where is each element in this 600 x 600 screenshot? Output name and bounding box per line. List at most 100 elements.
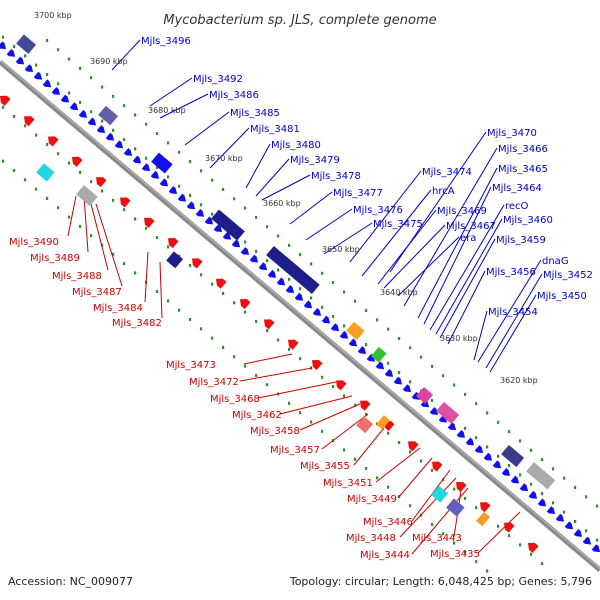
ring-dot [57,82,60,86]
ring-dot [266,225,269,229]
forward-gene-block-shape [436,401,460,425]
forward-gene-arrow [15,56,25,65]
ring-dot [211,336,214,340]
ring-dot [123,208,126,212]
forward-gene-arrow-shape [33,71,43,80]
reverse-gene-block [431,485,449,503]
kbp-tick-label: 3630 kbp [440,334,478,343]
ring-dot [2,105,5,109]
forward-gene-arrow-shape [402,384,412,393]
gene-label-reverse: Mjls_3490 [9,237,59,248]
gene-label-forward: Mjls_3481 [250,124,300,135]
ring-dot [200,327,203,331]
ring-dot [189,160,192,164]
ring-dot [409,450,412,454]
kbp-tick-label: 3650 kbp [322,245,360,254]
forward-gene-arrow-shape [267,269,277,278]
ring-dot [277,234,280,238]
forward-gene-arrow-shape [456,429,466,438]
leader-line [149,77,193,107]
ring-dot [145,156,148,160]
leader-line [83,195,89,253]
ring-dot [222,187,225,191]
gene-label-forward: Mjls_3452 [543,270,593,281]
forward-gene-arrow-shape [204,216,214,225]
ring-dot [167,245,170,249]
ring-dot [431,522,434,526]
forward-gene-arrow [591,544,600,553]
forward-gene-arrow [78,109,88,118]
forward-gene-arrow-shape [501,468,511,476]
forward-gene-arrow [375,361,385,370]
forward-gene-arrow-shape [483,452,493,461]
forward-gene-arrow-shape [168,186,178,194]
ring-dot [255,319,258,323]
ring-dot [563,476,566,480]
ring-dot [266,383,269,387]
forward-gene-arrow [312,308,322,316]
forward-gene-arrow [303,300,313,309]
reverse-gene-arrow [96,177,107,188]
ring-dot [101,243,104,247]
gene-label-reverse: Mjls_3489 [30,253,80,264]
forward-gene-arrow [60,94,70,103]
ring-dot [101,119,104,123]
forward-gene-arrow-shape [78,109,88,118]
forward-gene-block [526,462,556,490]
forward-gene-arrow-shape [24,64,34,73]
forward-gene-arrow-shape [492,460,502,469]
ring-dot [321,429,324,433]
ring-dot [145,122,148,126]
ring-dot [57,152,60,156]
gene-label-forward: Mjls_3466 [498,144,548,155]
ring-dot [310,262,313,266]
leader-line [485,273,543,369]
reverse-gene-arrow [408,441,419,452]
reverse-gene-arrow [312,359,323,371]
forward-gene-block-shape [526,462,556,490]
forward-gene-arrow [6,48,16,57]
ring-dot [13,45,16,49]
forward-gene-block [211,209,245,241]
gene-label-reverse: Mjls_3458 [250,426,300,437]
ring-dot [233,355,236,359]
forward-gene-arrow [546,506,556,514]
forward-gene-arrow [285,285,295,294]
leader-line [323,222,373,255]
reverse-gene-block [446,498,465,517]
forward-gene-arrow [402,384,412,393]
ring-dot [2,159,5,163]
forward-gene-arrow-shape [348,338,358,347]
forward-gene-arrow-shape [582,536,592,545]
forward-gene-arrow-shape [42,79,52,88]
ring-dot [552,467,555,471]
gene-label-forward: hrcA [432,186,455,197]
kbp-tick-label: 3640 kbp [380,288,418,297]
ring-dot [409,380,412,384]
ring-dot [112,128,115,132]
leader-line [159,93,209,119]
ring-dot [387,431,390,435]
leader-line [399,477,457,538]
leader-line [477,259,542,363]
leader-line [377,209,437,285]
ring-dot [464,496,467,500]
ring-dot [387,485,390,489]
forward-gene-arrow [240,247,250,255]
ring-dot [431,398,434,402]
forward-gene-arrow-shape [537,498,547,507]
leader-line [299,403,361,431]
forward-gene-arrow [393,376,403,385]
genome-backbone [0,60,600,572]
leader-line [477,511,521,554]
gene-label-forward: Mjls_3459 [496,235,546,246]
ring-dot [68,161,71,165]
ring-dot [596,538,599,542]
gene-label-forward: Mjls_3480 [271,140,321,151]
reverse-gene-arrow [288,339,299,350]
ring-dot [13,115,16,119]
ring-dot [79,224,82,228]
leader-line [403,147,498,307]
forward-gene-arrow-shape [564,521,574,530]
leader-line [144,251,149,303]
